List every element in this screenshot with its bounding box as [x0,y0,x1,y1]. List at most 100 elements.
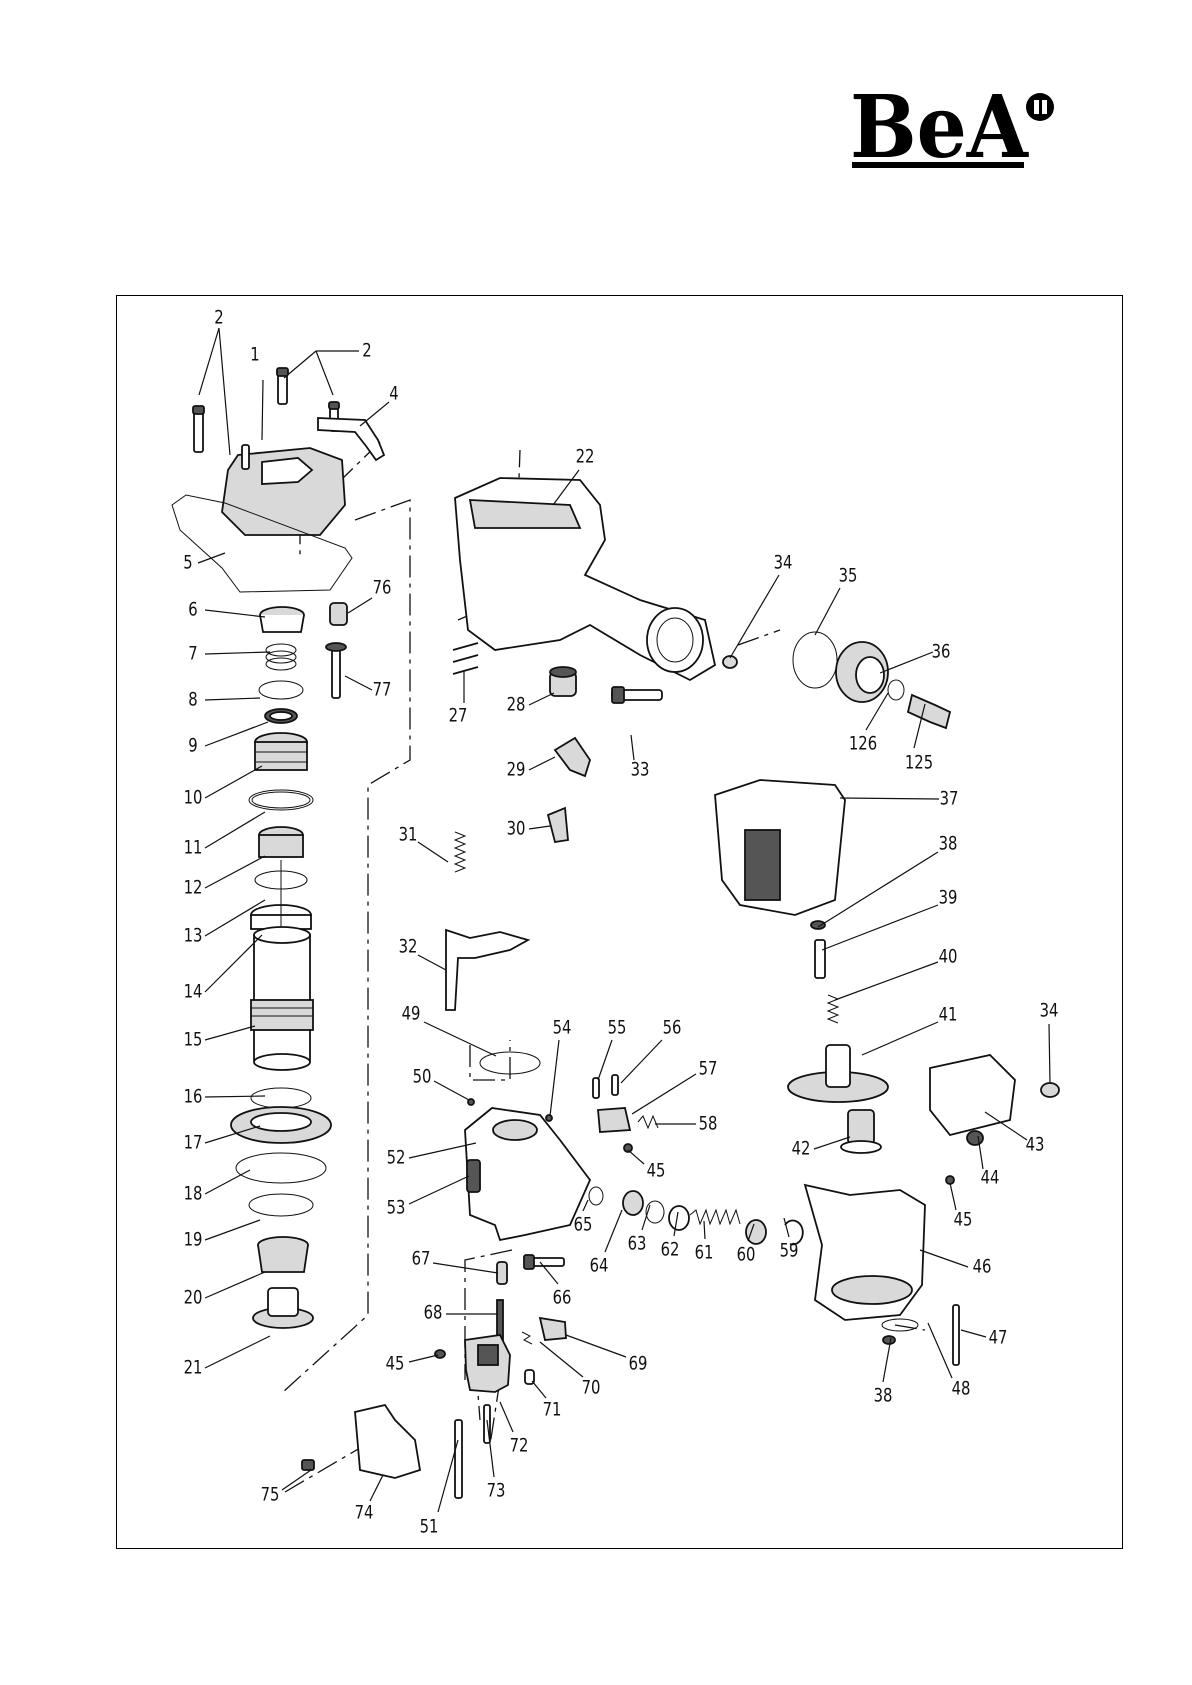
nosepiece-52-top [493,1120,537,1140]
leader-line-56 [621,1040,662,1083]
callout-4: 4 [389,383,398,405]
leader-line-34 [730,575,779,658]
callout-9: 9 [188,735,197,757]
assembly-axis-48 [895,1325,925,1330]
leader-line-11 [205,812,265,848]
leader-line-29 [529,757,555,770]
spring-31 [455,832,465,872]
callout-73: 73 [487,1480,506,1502]
leader-line-31 [418,842,448,862]
callout-70: 70 [582,1377,601,1399]
oring-16 [251,1088,311,1108]
callout-32: 32 [399,936,418,958]
pin-77 [332,650,340,698]
cap-6-body [260,615,304,632]
leader-line-50 [434,1081,469,1100]
leader-line-36 [880,652,933,673]
callout-74: 74 [355,1502,374,1524]
nut-34b [1041,1083,1059,1097]
spring-68 [497,1300,503,1340]
part-57 [598,1108,630,1132]
callout-67: 67 [412,1248,431,1270]
leader-line-45 [409,1355,438,1362]
leader-line-49 [424,1022,496,1056]
oring-19 [249,1194,313,1216]
leader-line-74 [370,1475,383,1501]
callout-5: 5 [183,552,192,574]
leader-line-70 [540,1342,583,1377]
endcap-36-inner [856,657,884,693]
leader-line-45 [628,1150,644,1164]
leader-line-48 [928,1323,952,1378]
screw-33-head [612,687,624,703]
callout-45: 45 [954,1209,973,1231]
callout-38: 38 [874,1385,893,1407]
callout-18: 18 [184,1183,203,1205]
screw-66-head [524,1255,534,1269]
callout-34: 34 [1040,1000,1059,1022]
leader-line-77 [345,676,372,690]
assembly-axis-cap [738,630,780,645]
callout-126: 126 [849,733,877,755]
callout-71: 71 [543,1399,562,1421]
leader-line-54 [550,1040,559,1116]
callout-59: 59 [780,1240,799,1262]
washer-62 [669,1206,689,1230]
spring-7b [266,651,296,663]
leader-line-16 [205,1096,265,1097]
callout-43: 43 [1026,1134,1045,1156]
leader-line-61 [704,1221,705,1239]
leader-line-33 [631,735,634,760]
cylinder-15-top [254,927,310,943]
washer-126 [888,680,904,700]
trigger-72-detail [478,1345,498,1365]
callout-17: 17 [184,1132,203,1154]
leader-line-76 [348,598,372,613]
leader-line-47 [961,1330,986,1337]
latch-30 [548,808,568,842]
leader-line-4 [360,402,389,426]
magazine-base-46-floor [832,1276,912,1304]
leader-line-2-2 [284,351,316,378]
callout-58: 58 [699,1113,718,1135]
callout-11: 11 [184,837,203,859]
pin-54 [546,1115,552,1121]
leader-line-28 [529,693,554,705]
valve-10-body [255,742,307,770]
callout-68: 68 [424,1302,443,1324]
callout-52: 52 [387,1147,406,1169]
callout-29: 29 [507,759,526,781]
callout-77: 77 [373,679,392,701]
leader-line-19 [205,1220,260,1240]
bumper-20 [258,1245,308,1272]
leader-line-2-1 [199,328,219,395]
callout-15: 15 [184,1029,203,1051]
trigger-29 [555,738,590,776]
leader-line-18 [205,1170,250,1194]
leader-line-65 [583,1200,588,1211]
callout-2: 2 [362,340,371,362]
callout-10: 10 [184,787,203,809]
callout-36: 36 [932,641,951,663]
pin-55 [593,1078,599,1098]
leader-line-34 [1049,1024,1050,1083]
bracket-4 [318,418,384,460]
callout-50: 50 [413,1066,432,1088]
leader-line-57 [632,1074,696,1114]
cylinder-15 [254,935,310,1060]
callout-125: 125 [905,752,933,774]
callout-45: 45 [647,1160,666,1182]
callout-62: 62 [661,1239,680,1261]
callout-65: 65 [574,1214,593,1236]
spring-7c [266,658,296,670]
leader-line-41 [862,1022,938,1055]
leader-line-30 [529,826,550,829]
disc-41-post [826,1045,850,1087]
leader-line-45 [950,1183,956,1210]
fitting-125 [908,695,950,728]
cylinder-15-band [251,1000,313,1030]
part-illustrations [172,368,1059,1498]
callout-39: 39 [939,887,958,909]
oring-8 [259,681,303,699]
leader-line-40 [835,962,938,1000]
